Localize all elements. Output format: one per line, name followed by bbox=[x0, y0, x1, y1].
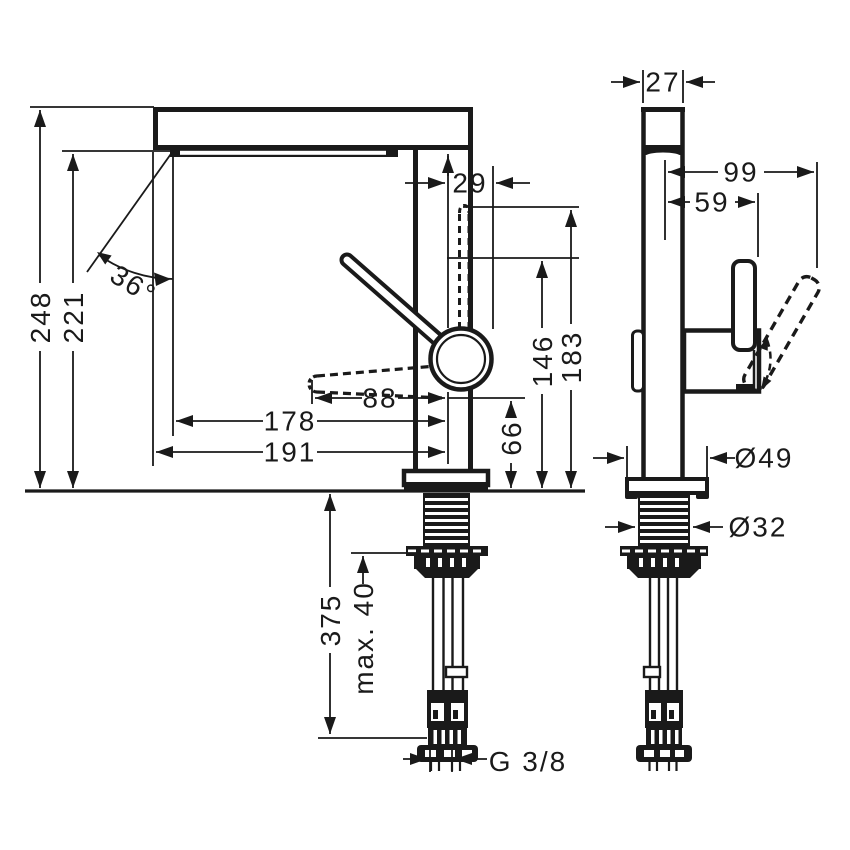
dim-lever-height: 146 bbox=[527, 335, 558, 388]
dim-handle-front: 59 bbox=[694, 187, 729, 218]
side-handle-block bbox=[681, 259, 762, 394]
spray-angle-line bbox=[86, 150, 174, 273]
side-tab bbox=[631, 329, 645, 393]
side-supply-hoses bbox=[636, 578, 692, 771]
pivot-joint bbox=[428, 326, 494, 392]
spout bbox=[153, 107, 473, 157]
dimension-lines bbox=[30, 70, 818, 772]
mounting-shank bbox=[406, 493, 488, 578]
front-view-faucet bbox=[25, 107, 585, 771]
side-mounting-shank bbox=[620, 493, 708, 578]
dim-joint-height: 66 bbox=[496, 420, 527, 455]
dim-hose-length: 375 bbox=[315, 594, 346, 647]
dim-hose-dock-height: 183 bbox=[556, 331, 587, 384]
dim-total-height: 248 bbox=[25, 291, 56, 344]
dim-reach-88: 88 bbox=[362, 383, 397, 414]
lever-dashed-position bbox=[307, 364, 443, 400]
escutcheon bbox=[401, 468, 491, 491]
side-hose-connectors bbox=[636, 690, 692, 762]
dim-thread: G 3/8 bbox=[489, 746, 567, 777]
dim-depth: 27 bbox=[645, 67, 680, 98]
hose-connectors bbox=[417, 690, 478, 762]
side-view-faucet bbox=[620, 107, 821, 771]
dim-reach-178: 178 bbox=[264, 406, 317, 437]
dim-spout-height: 221 bbox=[58, 291, 89, 344]
dim-shank-diameter: Ø32 bbox=[729, 512, 788, 543]
dim-base-diameter: Ø49 bbox=[735, 443, 794, 474]
supply-hoses bbox=[417, 577, 478, 771]
side-lever-upright bbox=[731, 259, 757, 352]
dim-outlet-offset: 29 bbox=[452, 168, 487, 199]
lever-motion-arc bbox=[760, 339, 772, 389]
dim-max-counter: max. 40 bbox=[348, 581, 379, 695]
dimension-labels: 248 221 36° 29 88 178 191 66 146 183 375… bbox=[25, 67, 794, 778]
dim-reach-191: 191 bbox=[264, 437, 317, 468]
side-body bbox=[631, 107, 685, 479]
dashed-spray-hose bbox=[458, 203, 471, 328]
dim-handle-reach: 99 bbox=[723, 157, 758, 188]
side-lever-dashed-position bbox=[742, 274, 821, 392]
